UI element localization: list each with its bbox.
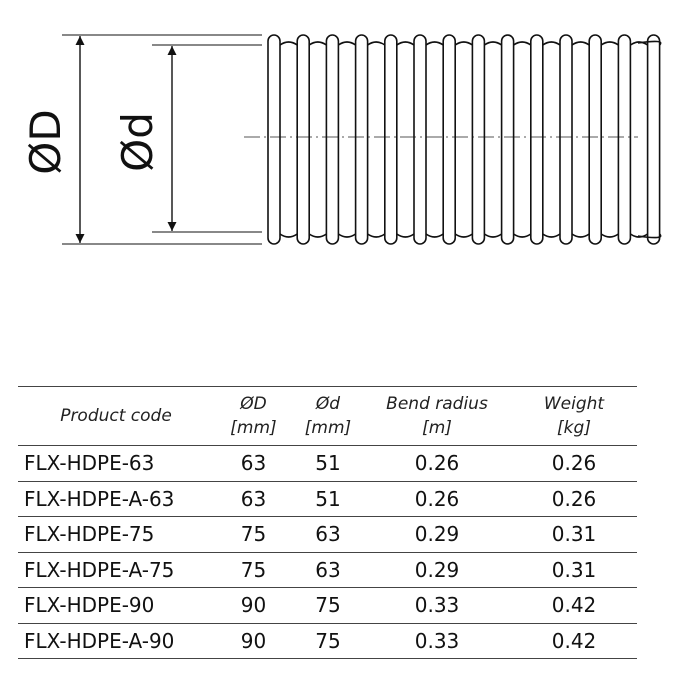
pipe-rib-connector — [425, 233, 444, 238]
pipe-rib — [530, 34, 544, 245]
cell-product-code: FLX-HDPE-A-63 — [18, 480, 214, 517]
pipe-rib-connector — [279, 233, 298, 238]
header-label: Weight — [543, 394, 605, 414]
cell-weight: 0.31 — [511, 551, 637, 588]
cell-weight: 0.26 — [511, 445, 637, 481]
header-label: ØD — [240, 394, 267, 414]
pipe-rib-connector — [367, 41, 386, 46]
cell-product-code: FLX-HDPE-75 — [18, 516, 214, 552]
inner-diameter-label: Ød — [113, 112, 162, 172]
pipe-rib-connector — [513, 233, 532, 238]
pipe-rib-connector — [279, 41, 298, 46]
pipe-rib-connector — [571, 233, 590, 238]
pipe-rib — [559, 34, 573, 245]
pipe-rib-connector — [483, 41, 503, 46]
pipe-rib-connector — [425, 41, 444, 46]
pipe-rib-connector — [513, 41, 532, 46]
pipe-rib-connector — [571, 41, 590, 46]
cell-product-code: FLX-HDPE-A-75 — [18, 551, 214, 588]
pipe-rib — [588, 34, 602, 245]
header-unit: [kg] — [557, 418, 591, 438]
cell-weight: 0.26 — [511, 480, 637, 517]
pipe-rib — [267, 34, 281, 245]
cell-bend-radius: 0.33 — [363, 622, 511, 659]
pipe-rib — [325, 34, 340, 245]
pipe-rib — [296, 34, 310, 245]
cell-outer-diameter: 90 — [214, 587, 293, 623]
cell-outer-diameter: 63 — [214, 445, 293, 481]
product-spec-table: Product code ØD [mm] Ød [mm] Bend radius [m… — [18, 386, 637, 659]
pipe-rib — [413, 34, 427, 245]
pipe-rib-connector — [337, 233, 357, 238]
cell-weight: 0.42 — [511, 622, 637, 659]
pipe-rib-connector — [629, 233, 649, 238]
header-label: Bend radius — [386, 394, 488, 414]
cell-outer-diameter: 90 — [214, 622, 293, 659]
pipe-rib-connector — [367, 233, 386, 238]
pipe-rib — [354, 34, 369, 245]
pipe-rib-connector — [542, 41, 561, 46]
pipe-rib — [646, 34, 661, 245]
pipe-rib-connector — [454, 41, 473, 46]
outer-diameter-label: ØD — [21, 109, 70, 174]
pipe-rib-connector — [483, 233, 503, 238]
header-unit: [mm] — [230, 418, 277, 438]
cell-outer-diameter: 75 — [214, 551, 293, 588]
cell-inner-diameter: 75 — [293, 622, 363, 659]
header-label: Ød — [315, 394, 341, 414]
pipe-rib-connector — [454, 233, 473, 238]
header-bend-radius: Bend radius [m] — [363, 386, 511, 446]
pipe-rib-connector — [308, 233, 327, 238]
table-header-row: Product code ØD [mm] Ød [mm] Bend radius [m… — [18, 386, 637, 446]
header-unit: [m] — [422, 418, 452, 438]
pipe-rib-connector — [396, 41, 415, 46]
pipe-rib — [617, 34, 632, 245]
cell-inner-diameter: 63 — [293, 516, 363, 552]
header-unit: [mm] — [304, 418, 352, 438]
pipe-rib-connector — [637, 40, 662, 239]
pipe-rib-connector — [396, 233, 415, 238]
cell-weight: 0.42 — [511, 587, 637, 623]
pipe-corrugations — [267, 34, 662, 245]
cell-inner-diameter: 51 — [293, 445, 363, 481]
pipe-rib — [500, 34, 515, 245]
header-label: Product code — [60, 406, 172, 426]
cell-inner-diameter: 51 — [293, 480, 363, 517]
pipe-rib-connector — [600, 233, 619, 238]
pipe-drawing: ØD Ød — [21, 34, 662, 245]
cell-outer-diameter: 63 — [214, 480, 293, 517]
cell-product-code: FLX-HDPE-90 — [18, 587, 214, 623]
header-product-code: Product code — [18, 386, 214, 446]
cell-bend-radius: 0.26 — [363, 445, 511, 481]
cell-bend-radius: 0.29 — [363, 516, 511, 552]
cell-bend-radius: 0.33 — [363, 587, 511, 623]
cell-product-code: FLX-HDPE-63 — [18, 445, 214, 481]
pipe-rib — [384, 34, 398, 245]
cell-product-code: FLX-HDPE-A-90 — [18, 622, 214, 659]
header-inner-diameter: Ød [mm] — [293, 386, 363, 446]
cell-bend-radius: 0.29 — [363, 551, 511, 588]
pipe-rib-connector — [308, 41, 327, 46]
cell-inner-diameter: 63 — [293, 551, 363, 588]
pipe-rib — [442, 34, 456, 245]
header-outer-diameter: ØD [mm] — [214, 386, 293, 446]
cell-inner-diameter: 75 — [293, 587, 363, 623]
pipe-rib-connector — [337, 41, 357, 46]
pipe-rib-connector — [629, 41, 649, 46]
header-weight: Weight [kg] — [511, 386, 637, 446]
pipe-rib-connector — [600, 41, 619, 46]
pipe-rib-connector — [542, 233, 561, 238]
cell-outer-diameter: 75 — [214, 516, 293, 552]
pipe-rib — [471, 34, 486, 245]
cell-bend-radius: 0.26 — [363, 480, 511, 517]
cell-weight: 0.31 — [511, 516, 637, 552]
